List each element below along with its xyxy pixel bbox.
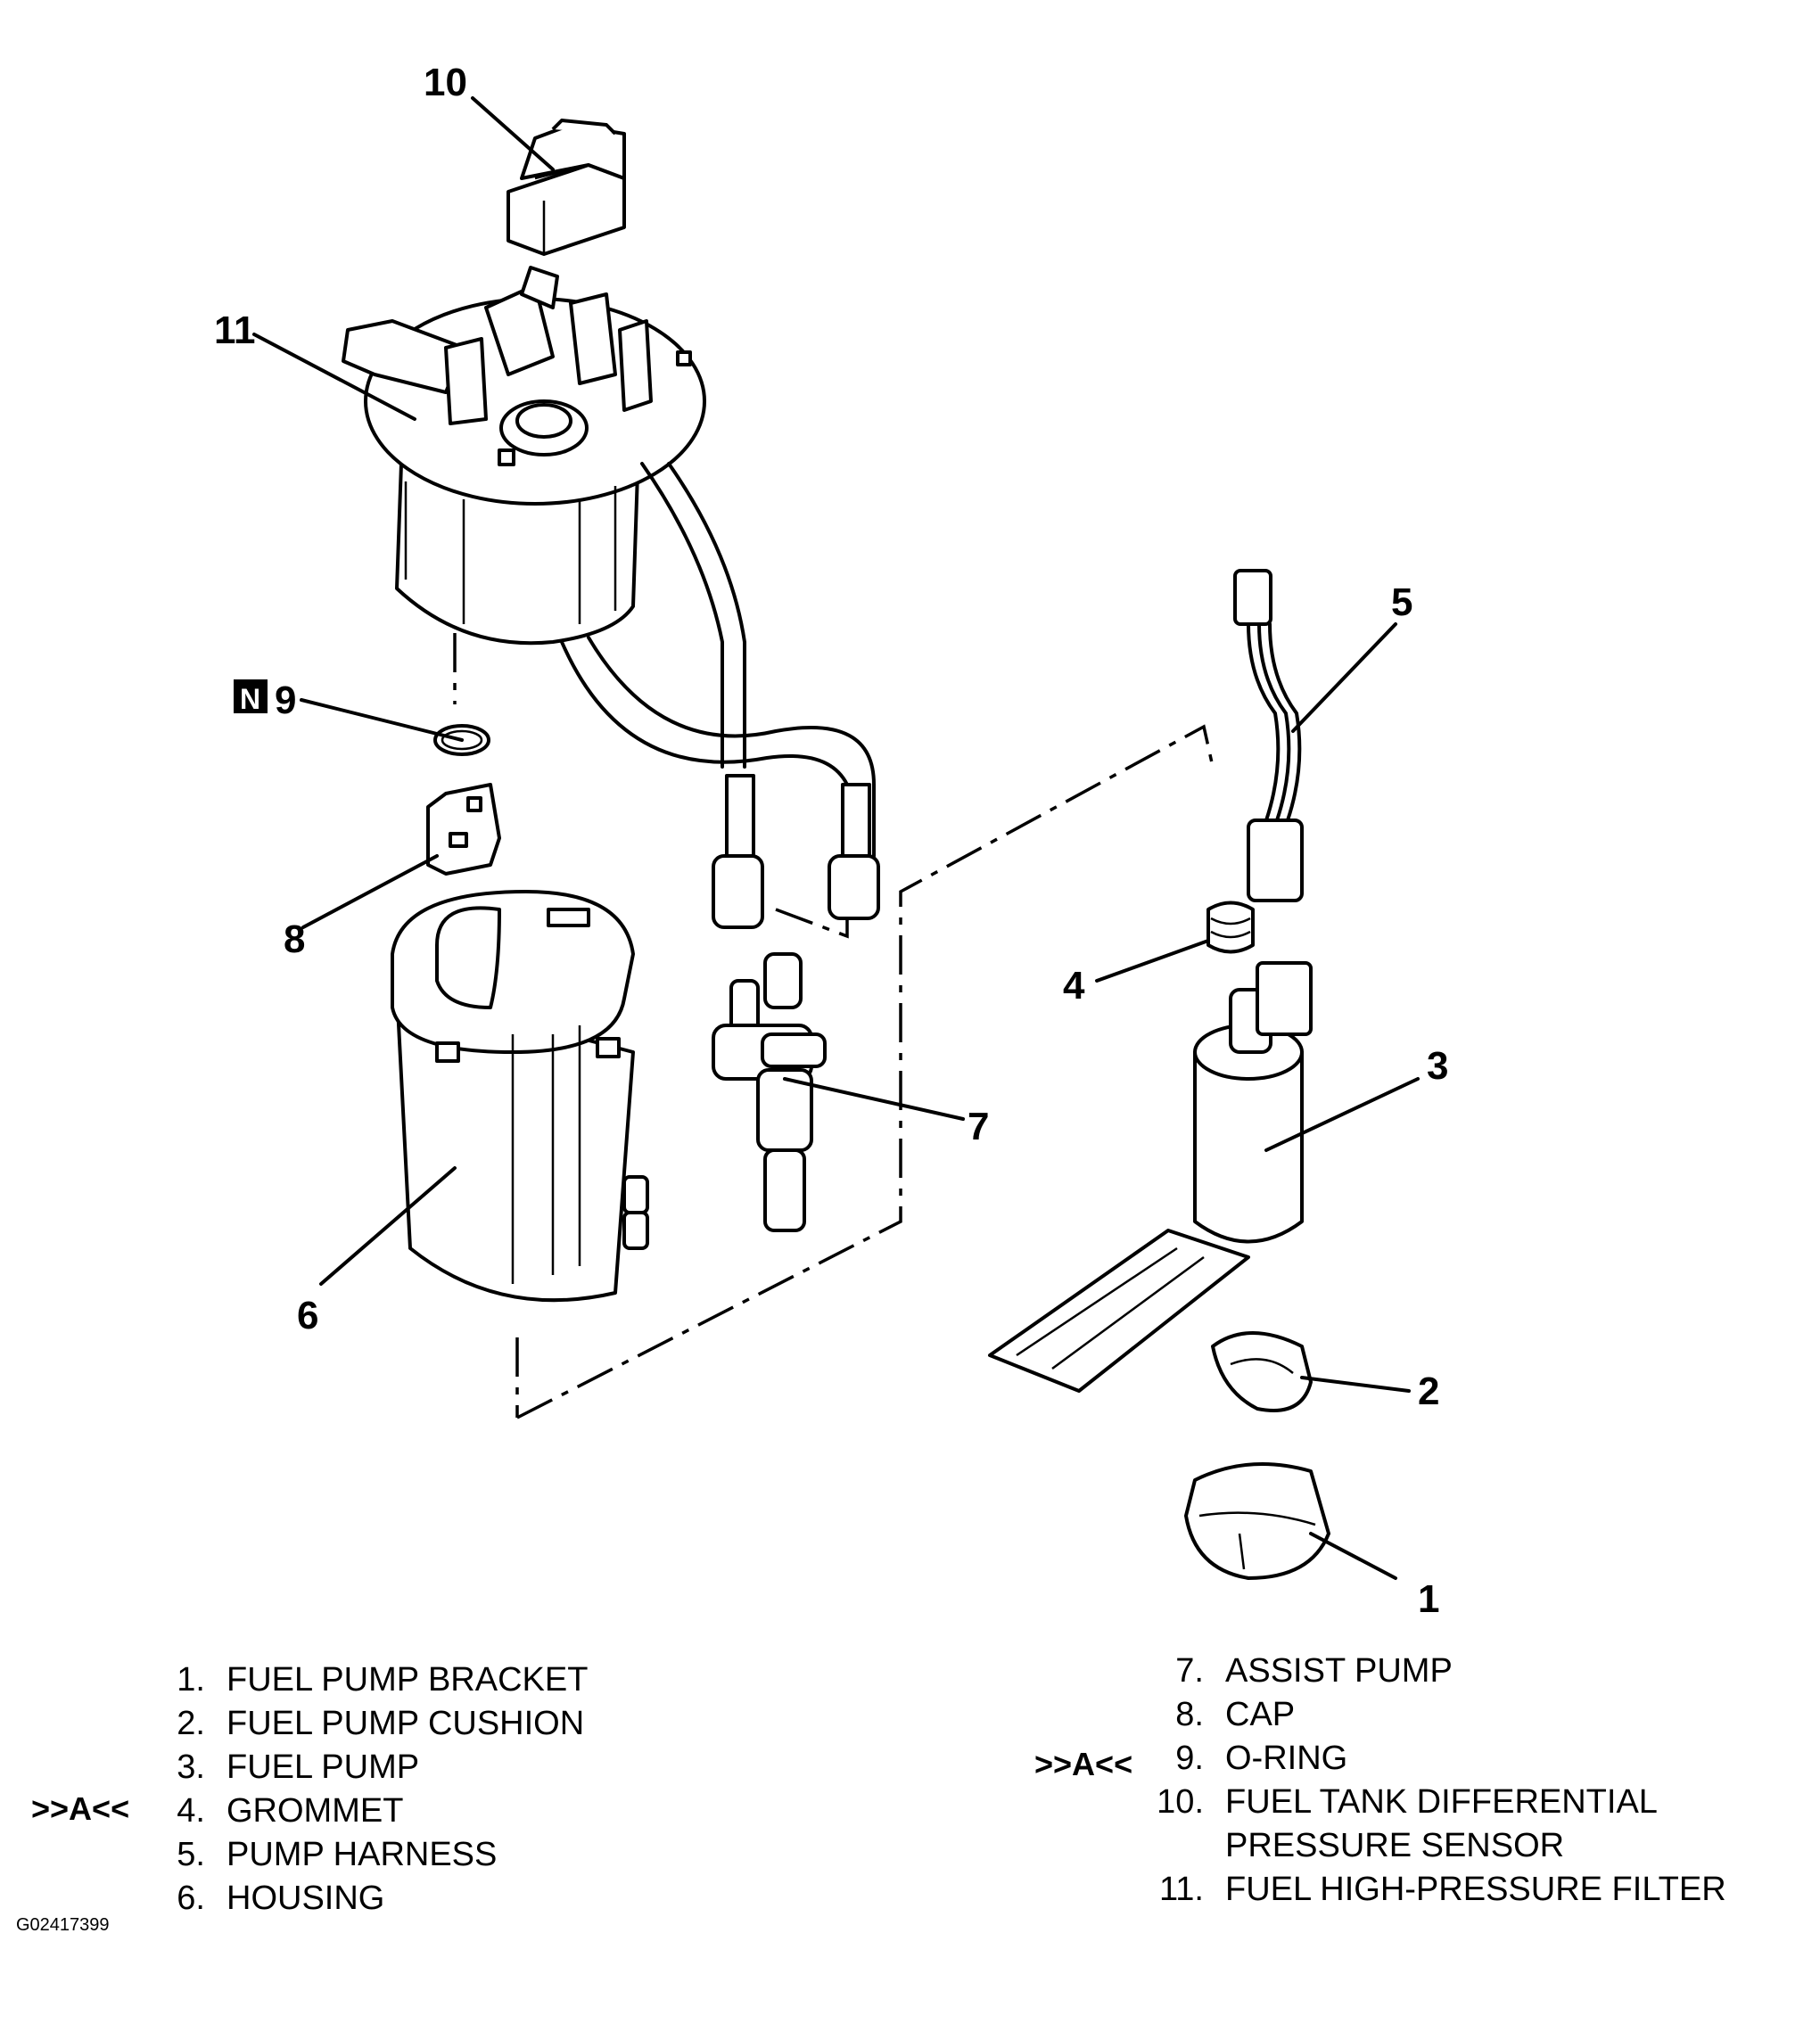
legend-num: 6. — [177, 1880, 205, 1917]
fuel-pump-cushion-part — [1211, 1331, 1313, 1412]
legend-num: 11. — [1158, 1871, 1204, 1908]
legend-text: GROMMET — [226, 1792, 404, 1830]
high-pressure-filter-part — [342, 266, 706, 646]
legend-num: 9. — [1175, 1740, 1204, 1777]
legend-row: 10. FUEL TANK DIFFERENTIAL — [1141, 1781, 1801, 1824]
legend-row: 7. ASSIST PUMP — [1141, 1649, 1801, 1693]
legend-text: FUEL HIGH-PRESSURE FILTER — [1225, 1871, 1726, 1908]
callout-7: 7 — [968, 1105, 989, 1148]
o-ring-part — [433, 724, 490, 756]
callout-10: 10 — [424, 61, 467, 104]
pump-harness-part — [1233, 569, 1304, 902]
assembly-guide-lines — [453, 633, 1215, 1419]
legend-row: 5. PUMP HARNESS — [143, 1833, 696, 1877]
legend-row: 11. FUEL HIGH-PRESSURE FILTER — [1141, 1868, 1801, 1912]
n-badge-label: N — [240, 683, 260, 715]
callout-11: 11 — [214, 309, 256, 352]
legend-row: 8. CAP — [1141, 1693, 1801, 1737]
legend-num: 3. — [177, 1748, 205, 1786]
fuel-pump-bracket-part — [1184, 1462, 1330, 1580]
callout-4: 4 — [1063, 964, 1085, 1008]
legend-num: 10. — [1157, 1783, 1204, 1821]
legend-num: 4. — [177, 1792, 205, 1830]
n-badge-box — [234, 679, 268, 713]
legend-text: FUEL PUMP CUSHION — [226, 1705, 585, 1742]
legend-row: 1. FUEL PUMP BRACKET — [143, 1658, 696, 1702]
legend-num: 1. — [177, 1661, 205, 1699]
cap-part — [426, 783, 501, 876]
legend-num: 5. — [177, 1836, 205, 1873]
fuel-pump-part — [988, 961, 1313, 1393]
oring-procedure-marker: >>A<< — [1034, 1746, 1133, 1782]
callout-5: 5 — [1391, 580, 1412, 624]
legend-num — [1141, 1824, 1225, 1868]
legend-row: 6. HOUSING — [143, 1877, 696, 1921]
callout-6: 6 — [297, 1294, 318, 1337]
assist-pump-part — [712, 952, 827, 1232]
grommet-procedure-marker: >>A<< — [31, 1790, 130, 1827]
callout-9: 9 — [275, 679, 296, 722]
legend-row: 2. FUEL PUMP CUSHION — [143, 1702, 696, 1746]
figure-code: G02417399 — [16, 1915, 110, 1935]
legend-text: HOUSING — [226, 1880, 385, 1917]
legend-row: 3. FUEL PUMP — [143, 1746, 696, 1789]
legend-text: ASSIST PUMP — [1225, 1652, 1453, 1690]
legend-row: PRESSURE SENSOR — [1141, 1824, 1801, 1868]
legend-text: FUEL PUMP BRACKET — [226, 1661, 589, 1699]
legend-row: 4. GROMMET — [143, 1789, 696, 1833]
pressure-sensor-part — [506, 119, 626, 256]
legend-text: CAP — [1225, 1696, 1296, 1733]
leader-lines — [252, 96, 1420, 1580]
legend-text: PUMP HARNESS — [226, 1836, 498, 1873]
legend-text: PRESSURE SENSOR — [1225, 1827, 1565, 1864]
parts-legend-left: 1.FUEL PUMP BRACKET 2.FUEL PUMP CUSHION … — [143, 1658, 696, 1921]
legend-text: FUEL TANK DIFFERENTIAL — [1225, 1783, 1658, 1821]
legend-num: 2. — [177, 1705, 205, 1742]
legend-row: 9. O-RING — [1141, 1737, 1801, 1781]
legend-num: 7. — [1175, 1652, 1204, 1690]
callout-1: 1 — [1418, 1577, 1439, 1621]
legend-text: FUEL PUMP — [226, 1748, 420, 1786]
grommet-part — [1206, 901, 1255, 954]
callout-8: 8 — [284, 917, 305, 961]
legend-num: 8. — [1175, 1696, 1204, 1733]
fuel-hoses — [560, 462, 880, 929]
parts-legend-right: 7. ASSIST PUMP 8. CAP 9. O-RING 10. FUEL TAN… — [1141, 1649, 1801, 1912]
housing-part — [391, 890, 649, 1303]
callout-3: 3 — [1427, 1044, 1448, 1088]
callout-2: 2 — [1418, 1370, 1439, 1413]
legend-text: O-RING — [1225, 1740, 1348, 1777]
